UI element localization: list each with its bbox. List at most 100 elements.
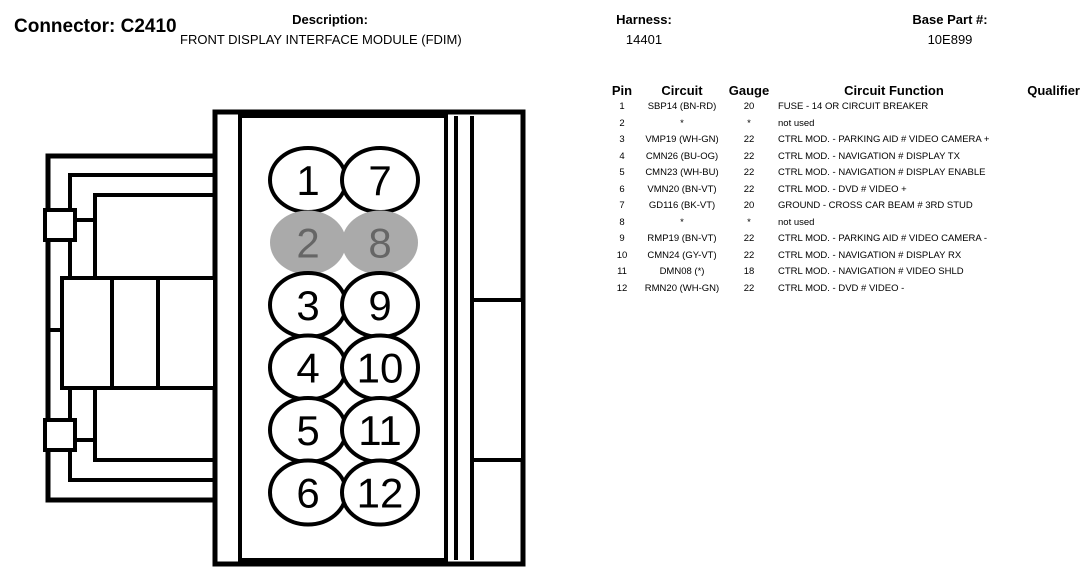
qualifier bbox=[1010, 198, 1080, 215]
header-gauge: Gauge bbox=[728, 83, 770, 98]
qualifier bbox=[1010, 215, 1080, 232]
pin-number: 5 bbox=[619, 167, 625, 178]
table-row: 8 * * not used bbox=[604, 215, 1080, 232]
pin-number: 4 bbox=[619, 150, 625, 162]
connector-latch bbox=[43, 153, 217, 503]
pin-3: 3 bbox=[268, 271, 348, 339]
pin-number: 1 bbox=[619, 101, 625, 112]
pin-9: 9 bbox=[340, 271, 420, 339]
base-part-label: Base Part #: bbox=[912, 12, 988, 27]
pin-label: 2 bbox=[296, 220, 319, 267]
pinout-table: Pin Circuit Gauge Circuit Function Quali… bbox=[604, 82, 1080, 297]
circuit-function: CTRL MOD. - NAVIGATION # DISPLAY RX bbox=[778, 249, 962, 261]
pin-label: 11 bbox=[358, 407, 402, 454]
pin-1: 1 bbox=[268, 146, 348, 214]
pin-number: 10 bbox=[616, 249, 628, 261]
pin-label: 9 bbox=[368, 282, 391, 329]
pin-number: 7 bbox=[619, 200, 625, 211]
circuit-function: CTRL MOD. - NAVIGATION # DISPLAY ENABLE bbox=[778, 167, 986, 178]
pin-circle bbox=[342, 210, 418, 275]
circuit-id: RMP19 (BN-VT) bbox=[647, 233, 717, 244]
circuit-id: CMN24 (GY-VT) bbox=[647, 249, 717, 261]
qualifier bbox=[1010, 264, 1080, 281]
wire-gauge: 22 bbox=[743, 233, 755, 244]
circuit-id: VMP19 (WH-GN) bbox=[645, 134, 719, 145]
circuit-id: RMN20 (WH-GN) bbox=[644, 282, 720, 294]
table-header-row: Pin Circuit Gauge Circuit Function Quali… bbox=[604, 82, 1080, 99]
description-value: FRONT DISPLAY INTERFACE MODULE (FDIM) bbox=[180, 32, 462, 47]
pin-11: 11 bbox=[340, 396, 420, 464]
circuit-function: CTRL MOD. - NAVIGATION # VIDEO SHLD bbox=[778, 266, 964, 277]
harness-value: 14401 bbox=[625, 32, 663, 47]
pin-number: 11 bbox=[617, 266, 627, 277]
pin-number: 12 bbox=[616, 282, 628, 294]
circuit-function: FUSE - 14 OR CIRCUIT BREAKER bbox=[778, 101, 929, 112]
pin-number: 9 bbox=[619, 233, 625, 244]
table-row: 1 SBP14 (BN-RD) 20 FUSE - 14 OR CIRCUIT BRE… bbox=[604, 99, 1080, 116]
pin-label: 6 bbox=[296, 470, 319, 517]
pin-number: 8 bbox=[619, 216, 625, 228]
qualifier bbox=[1010, 281, 1080, 298]
harness-label: Harness: bbox=[616, 12, 672, 27]
circuit-id: VMN20 (BN-VT) bbox=[647, 183, 717, 195]
circuit-id: CMN26 (BU-OG) bbox=[645, 150, 719, 162]
header-circuit: Circuit bbox=[661, 83, 703, 98]
pin-number: 3 bbox=[619, 134, 625, 145]
pin-label: 7 bbox=[368, 157, 391, 204]
pin-label: 10 bbox=[357, 345, 404, 392]
table-row: 7 GD116 (BK-VT) 20 GROUND - CROSS CAR BEAM … bbox=[604, 198, 1080, 215]
base-part-value: 10E899 bbox=[927, 32, 973, 47]
circuit-id: SBP14 (BN-RD) bbox=[647, 101, 717, 112]
circuit-function: CTRL MOD. - NAVIGATION # DISPLAY TX bbox=[778, 150, 960, 162]
pin-label: 12 bbox=[357, 470, 404, 517]
circuit-id: * bbox=[680, 117, 684, 129]
qualifier bbox=[1010, 116, 1080, 133]
wire-gauge: 22 bbox=[743, 167, 755, 178]
pin-12: 12 bbox=[340, 458, 420, 527]
wire-gauge: * bbox=[747, 117, 751, 129]
wire-gauge: * bbox=[747, 216, 751, 228]
qualifier bbox=[1010, 182, 1080, 199]
header-circuit-function: Circuit Function bbox=[844, 83, 944, 98]
pin-label: 3 bbox=[296, 282, 319, 329]
circuit-function: CTRL MOD. - PARKING AID # VIDEO CAMERA + bbox=[778, 134, 990, 145]
pin-5: 5 bbox=[268, 396, 348, 464]
qualifier bbox=[1010, 132, 1080, 149]
pin-label: 4 bbox=[296, 345, 319, 392]
pin-circle bbox=[340, 458, 420, 527]
wire-gauge: 22 bbox=[743, 282, 755, 294]
header-qualifier: Qualifier bbox=[1027, 83, 1080, 98]
wire-gauge: 22 bbox=[743, 134, 755, 145]
wire-gauge: 20 bbox=[743, 101, 755, 112]
wire-gauge: 18 bbox=[743, 266, 755, 277]
pin-4: 4 bbox=[268, 333, 348, 402]
circuit-id: DMN08 (*) bbox=[659, 266, 705, 277]
circuit-id: GD116 (BK-VT) bbox=[648, 200, 716, 211]
pin-7: 7 bbox=[340, 146, 420, 214]
qualifier bbox=[1010, 231, 1080, 248]
pin-10: 10 bbox=[340, 333, 420, 402]
table-row: 11 DMN08 (*) 18 CTRL MOD. - NAVIGATION # VI… bbox=[604, 264, 1080, 281]
table-row: 12 RMN20 (WH-GN) 22 CTRL MOD. - DVD # VIDEO… bbox=[604, 281, 1080, 298]
circuit-id: * bbox=[680, 216, 684, 228]
connector-label: Connector: C2410 bbox=[14, 16, 177, 37]
pin-label: 8 bbox=[368, 220, 391, 267]
circuit-function: CTRL MOD. - PARKING AID # VIDEO CAMERA - bbox=[778, 233, 988, 244]
circuit-function: not used bbox=[778, 216, 815, 228]
pin-circle bbox=[270, 210, 346, 275]
circuit-function: GROUND - CROSS CAR BEAM # 3RD STUD bbox=[778, 200, 973, 211]
qualifier bbox=[1010, 99, 1080, 116]
pin-8: 8 bbox=[342, 210, 418, 275]
circuit-function: CTRL MOD. - DVD # VIDEO - bbox=[778, 282, 905, 294]
pin-label: 1 bbox=[296, 157, 319, 204]
qualifier bbox=[1010, 149, 1080, 166]
pin-number: 6 bbox=[619, 183, 625, 195]
table-row: 2**not used bbox=[604, 116, 1080, 133]
wire-gauge: 20 bbox=[743, 200, 755, 211]
pin-2: 2 bbox=[270, 210, 346, 275]
wire-gauge: 22 bbox=[743, 150, 755, 162]
pin-number: 2 bbox=[619, 117, 625, 129]
